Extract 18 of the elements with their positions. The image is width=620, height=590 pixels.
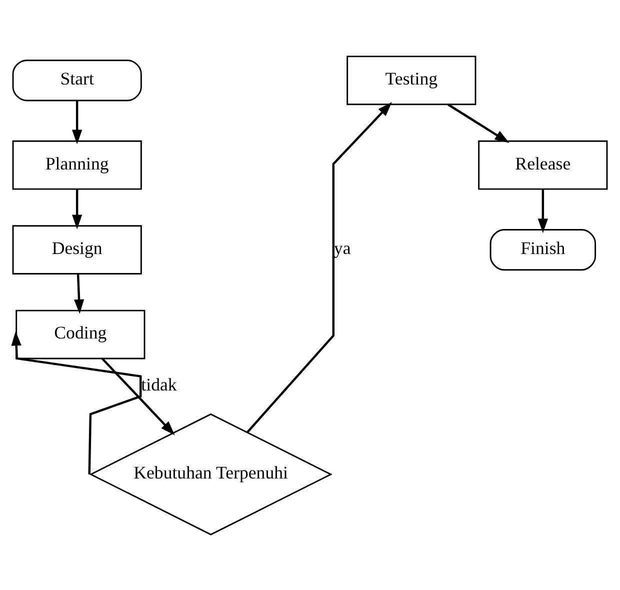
node-box: Coding: [16, 309, 146, 359]
arrow: [72, 188, 82, 229]
arrow: [101, 357, 175, 435]
arrow: [447, 103, 510, 142]
node-box: Testing: [346, 55, 476, 105]
node-diamond: Kebutuhan Terpenuhi: [89, 412, 332, 535]
node-box: Finish: [490, 228, 596, 270]
node-box: Planning: [12, 140, 142, 190]
arrow: [538, 188, 548, 233]
edge-label: ya: [334, 238, 351, 258]
node-box: Start: [12, 59, 142, 101]
arrow: [11, 330, 142, 474]
arrow: [246, 102, 392, 433]
node-box: Release: [478, 140, 608, 190]
edge-label: tidak: [141, 374, 177, 394]
arrow: [72, 100, 82, 144]
node-box: Design: [12, 224, 142, 274]
arrow: [74, 273, 84, 314]
